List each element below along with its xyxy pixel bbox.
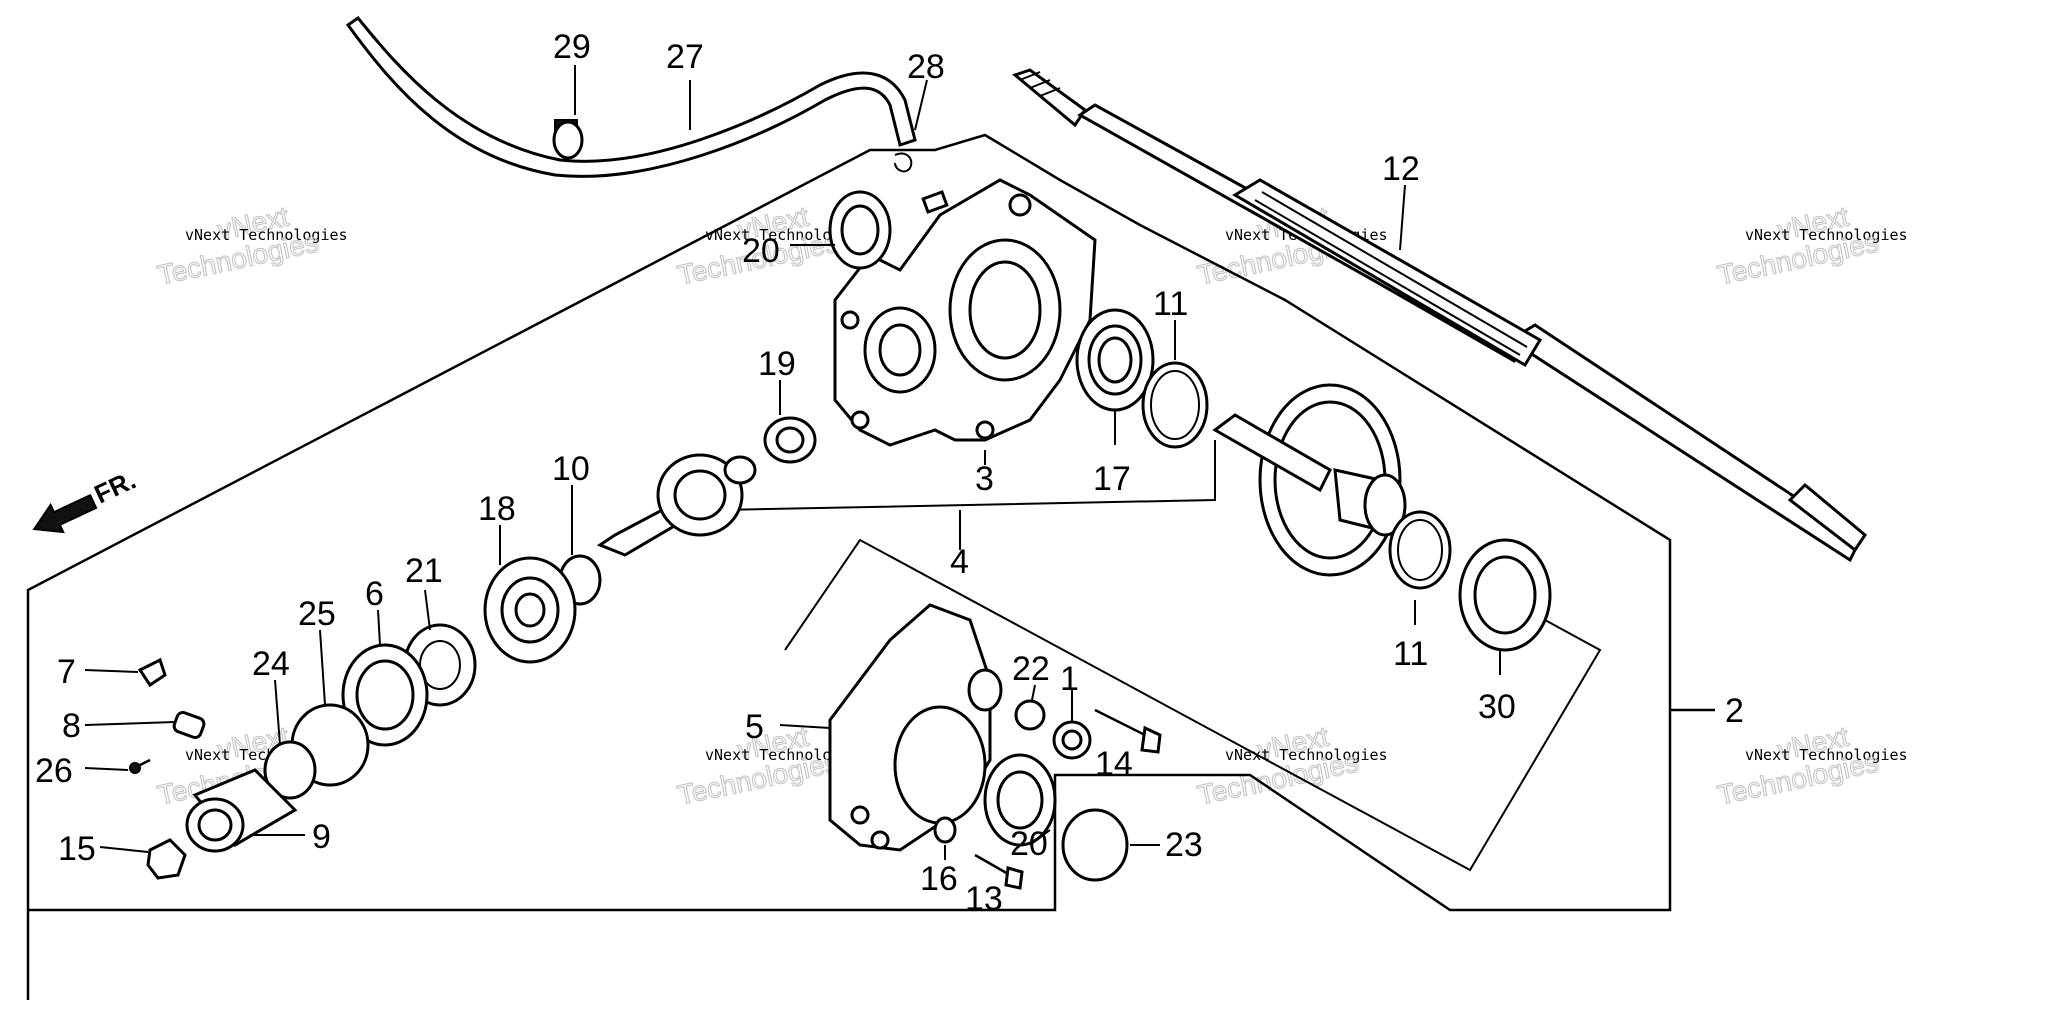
callout-22: 22 — [1012, 650, 1050, 688]
svg-text:vNext Technologies: vNext Technologies — [705, 746, 868, 764]
ring-gear — [1212, 383, 1407, 577]
snap-ring-icon — [1388, 510, 1452, 590]
callout-11-top: 11 — [1153, 285, 1188, 323]
callout-8: 8 — [62, 707, 81, 745]
axle-shaft — [1011, 68, 1867, 563]
oil-seal-icon — [828, 190, 892, 270]
o-ring-icon — [263, 740, 317, 800]
callout-9: 9 — [312, 818, 331, 856]
o-ring-icon — [1061, 808, 1129, 882]
bolt-icon — [974, 853, 1024, 890]
callout-19: 19 — [758, 345, 796, 383]
callout-18: 18 — [478, 490, 516, 528]
callout-3: 3 — [975, 460, 994, 498]
bearing-icon — [1075, 308, 1155, 412]
washer-icon — [1014, 699, 1046, 731]
watermark: vNext vNext Technologies Technologies — [1714, 200, 1908, 291]
bolt-icon — [1094, 708, 1162, 754]
joint-icon — [185, 768, 298, 853]
assembly-outline — [26, 133, 1715, 1000]
callout-12: 12 — [1382, 150, 1420, 188]
svg-text:vNext Technologies: vNext Technologies — [185, 226, 348, 244]
front-direction-arrow-icon: FR. — [32, 465, 141, 534]
washer-icon — [933, 816, 957, 844]
nut-icon — [1052, 720, 1092, 760]
callout-7: 7 — [57, 653, 76, 691]
pin-8-icon — [172, 711, 206, 739]
bearing-icon — [983, 753, 1057, 847]
coupler-icon — [341, 643, 429, 747]
needle-bearing-icon — [763, 416, 817, 464]
bearing-icon — [483, 556, 577, 664]
callout-labels: 29 27 28 12 20 11 19 3 17 10 18 4 21 6 2… — [35, 28, 1744, 918]
callout-14: 14 — [1095, 745, 1133, 783]
breather-tube — [345, 15, 917, 178]
callout-16: 16 — [920, 860, 958, 898]
callout-5: 5 — [745, 708, 764, 746]
final-gear-cover — [828, 603, 1003, 852]
callout-10: 10 — [552, 450, 590, 488]
watermark: vNext vNext Technologies Technologies — [1714, 720, 1908, 811]
callout-20-bottom: 20 — [1010, 825, 1048, 863]
callout-15: 15 — [58, 830, 96, 868]
callout-24: 24 — [252, 645, 290, 683]
snap-ring-icon — [1141, 361, 1209, 449]
callout-20-top: 20 — [742, 232, 780, 270]
cotter-pin-icon — [129, 758, 151, 774]
direction-label: FR. — [90, 465, 141, 510]
svg-text:vNext Technologies: vNext Technologies — [705, 226, 868, 244]
leader-lines — [84, 65, 1501, 860]
watermark: vNext vNext Technologies Technologies — [154, 200, 348, 291]
nut-icon — [146, 838, 187, 880]
bearing-icon — [1458, 538, 1552, 652]
callout-21: 21 — [405, 552, 443, 590]
callout-11-bottom: 11 — [1393, 635, 1428, 673]
callout-17: 17 — [1093, 460, 1131, 498]
callout-6: 6 — [365, 575, 384, 613]
shaft-splines — [1249, 191, 1528, 363]
callout-1: 1 — [1060, 660, 1079, 698]
svg-text:vNext Technologies: vNext Technologies — [1745, 746, 1908, 764]
gear-case — [833, 178, 1097, 447]
callout-29: 29 — [553, 28, 591, 66]
callout-26: 26 — [35, 752, 73, 790]
bolt-icon — [921, 190, 949, 214]
svg-text:vNext Technologies: vNext Technologies — [1745, 226, 1908, 244]
watermark: vNext vNext Technologies Technologies — [1194, 720, 1387, 811]
callout-25: 25 — [298, 595, 336, 633]
clip-icon — [552, 120, 584, 160]
callout-13: 13 — [965, 880, 1003, 918]
callout-30: 30 — [1478, 688, 1516, 726]
callout-23: 23 — [1165, 826, 1203, 864]
callout-2: 2 — [1725, 692, 1744, 730]
clip-7-icon — [137, 657, 167, 688]
pinion-gear — [596, 453, 757, 557]
callout-4: 4 — [950, 543, 969, 581]
callout-28: 28 — [907, 48, 945, 86]
callout-27: 27 — [666, 38, 704, 76]
